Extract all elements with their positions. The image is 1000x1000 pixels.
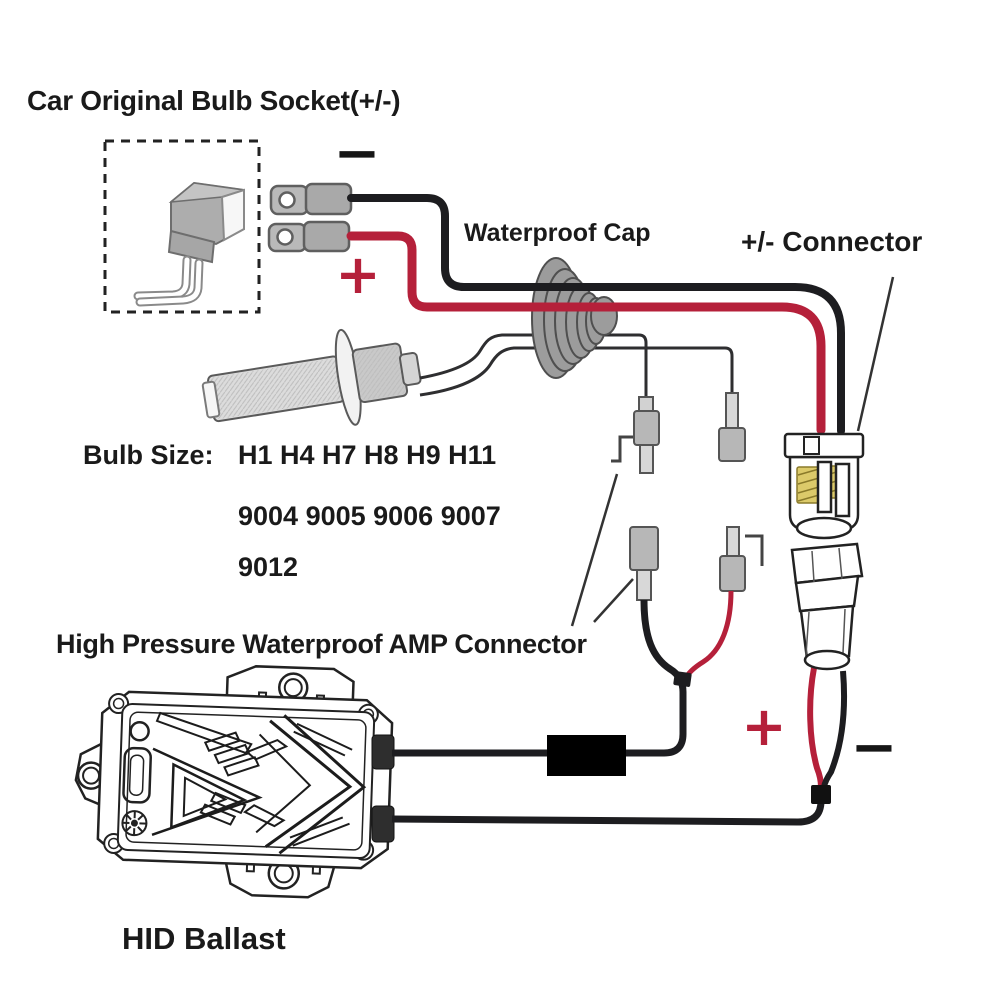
ballast-output-stub-bottom	[371, 805, 395, 843]
waterproof-cap-illustration	[531, 257, 618, 379]
ballast-output-wire	[391, 800, 825, 826]
bullet-red-wire	[682, 590, 734, 681]
waterproof-cap-label: Waterproof Cap	[464, 219, 651, 247]
socket-negative-symbol: −	[333, 121, 381, 186]
socket-title-label: Car Original Bulb Socket(+/-)	[27, 85, 401, 116]
hid-ballast-illustration	[74, 665, 395, 899]
gear-icon	[121, 810, 148, 837]
inline-black-box	[547, 735, 626, 776]
wire-junction-lower	[811, 785, 831, 804]
hid-bulb-illustration	[201, 328, 422, 426]
callout-lines	[570, 276, 895, 627]
bulb-sizes-line3: 9012	[238, 552, 299, 582]
mating-connector-illustration	[790, 542, 864, 671]
positive-wire	[346, 231, 826, 435]
ballast-input-wire	[392, 599, 687, 757]
connector-black-lead	[821, 670, 848, 788]
negative-wire	[347, 194, 845, 435]
ballast-positive-symbol: +	[741, 695, 787, 758]
ballast-output-stub-top	[371, 734, 395, 770]
bulb-size-label: Bulb Size:	[83, 440, 214, 470]
wire-junction-upper	[673, 671, 692, 687]
spade-terminal-positive	[267, 220, 351, 253]
bulb-sizes-line2: 9004 9005 9006 9007	[238, 501, 501, 531]
socket-positive-symbol: +	[335, 243, 381, 306]
ballast-negative-symbol: −	[850, 715, 898, 780]
connector-red-lead	[807, 667, 824, 788]
amp-connector-label: High Pressure Waterproof AMP Connector	[56, 629, 587, 659]
bulb-sizes-line1: H1 H4 H7 H8 H9 H11	[238, 440, 497, 470]
pm-connector-illustration	[783, 432, 865, 540]
bulb-wires	[419, 333, 734, 400]
dashed-box	[103, 139, 261, 314]
pm-connector-label: +/- Connector	[741, 226, 923, 257]
spade-terminal-negative	[269, 182, 353, 216]
amp-bullet-connectors	[611, 392, 764, 601]
hid-ballast-label: HID Ballast	[122, 921, 286, 956]
car-bulb-socket-illustration	[133, 181, 245, 307]
